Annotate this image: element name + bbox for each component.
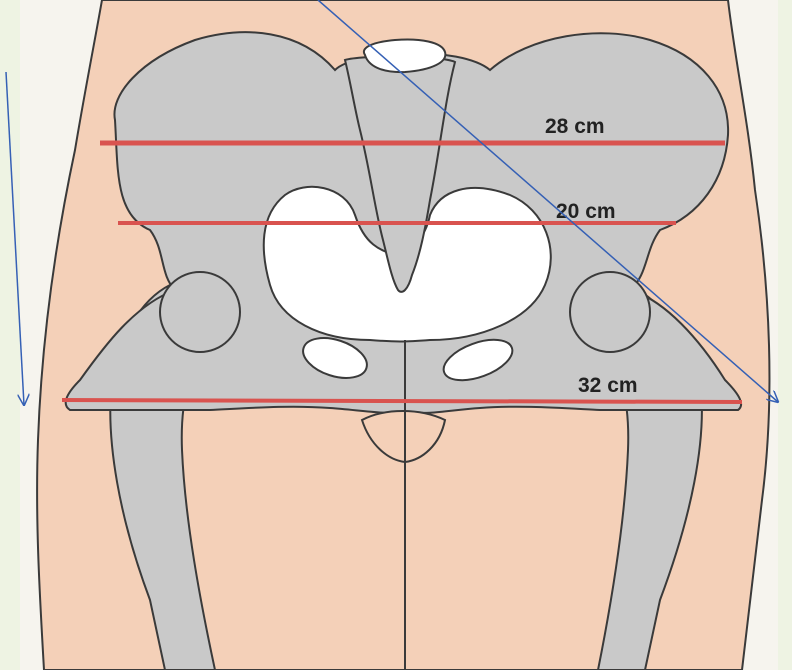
right-femoral-head xyxy=(570,272,650,352)
lumbar-vertebra xyxy=(364,40,445,73)
measurement-label-32: 32 cm xyxy=(578,374,638,397)
measurement-label-28: 28 cm xyxy=(545,115,605,138)
left-femoral-head xyxy=(160,272,240,352)
measurement-label-20: 20 cm xyxy=(556,200,616,223)
measurement-line-32 xyxy=(62,400,742,402)
